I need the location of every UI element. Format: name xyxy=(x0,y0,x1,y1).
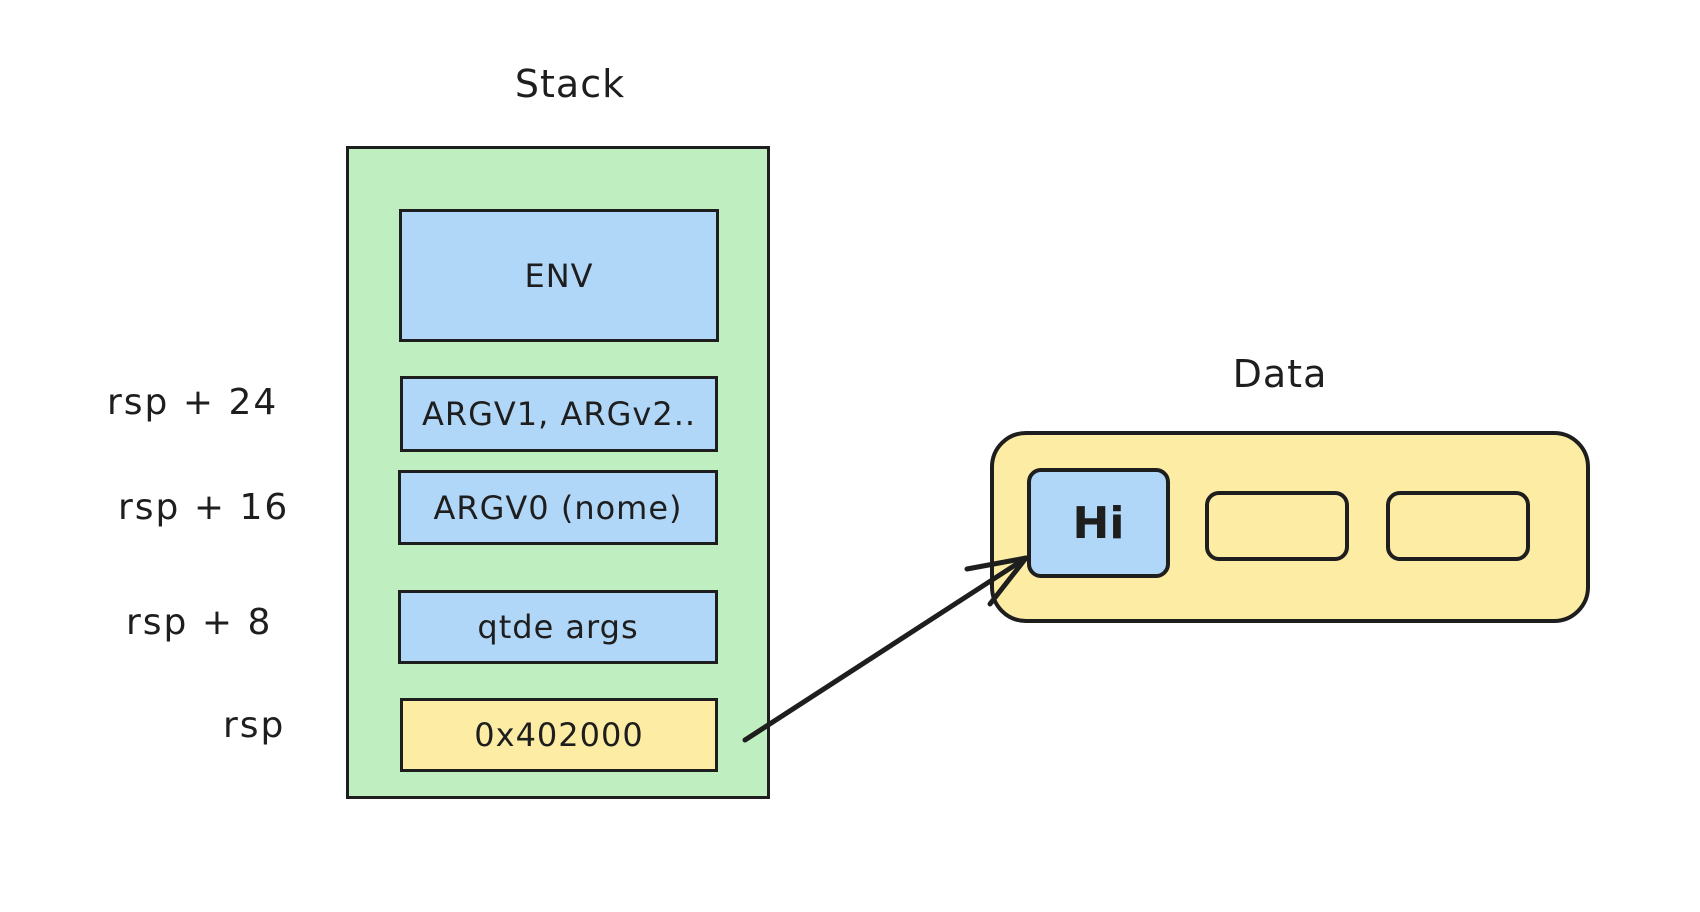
stack-cell-env: ENV xyxy=(399,209,719,342)
offset-label-rsp-24: rsp + 24 xyxy=(107,382,279,423)
stack-title: Stack xyxy=(514,62,626,106)
data-slot-hi: Hi xyxy=(1027,468,1170,578)
stack-cell-argv0: ARGV0 (nome) xyxy=(398,470,718,545)
stack-cell-pointer: 0x402000 xyxy=(400,698,718,772)
stack-cell-argv1: ARGV1, ARGv2.. xyxy=(400,376,718,452)
data-slot-empty-2 xyxy=(1386,491,1530,561)
data-title: Data xyxy=(1232,352,1328,396)
offset-label-rsp: rsp xyxy=(223,705,286,746)
data-slot-empty-1 xyxy=(1205,491,1349,561)
data-section: Hi xyxy=(990,431,1590,623)
stack-cell-argc: qtde args xyxy=(398,590,718,664)
offset-label-rsp-8: rsp + 8 xyxy=(126,602,273,643)
stack-frame: ENV ARGV1, ARGv2.. ARGV0 (nome) qtde arg… xyxy=(346,146,770,799)
offset-label-rsp-16: rsp + 16 xyxy=(118,487,290,528)
pointer-arrow-shaft xyxy=(742,555,1029,743)
